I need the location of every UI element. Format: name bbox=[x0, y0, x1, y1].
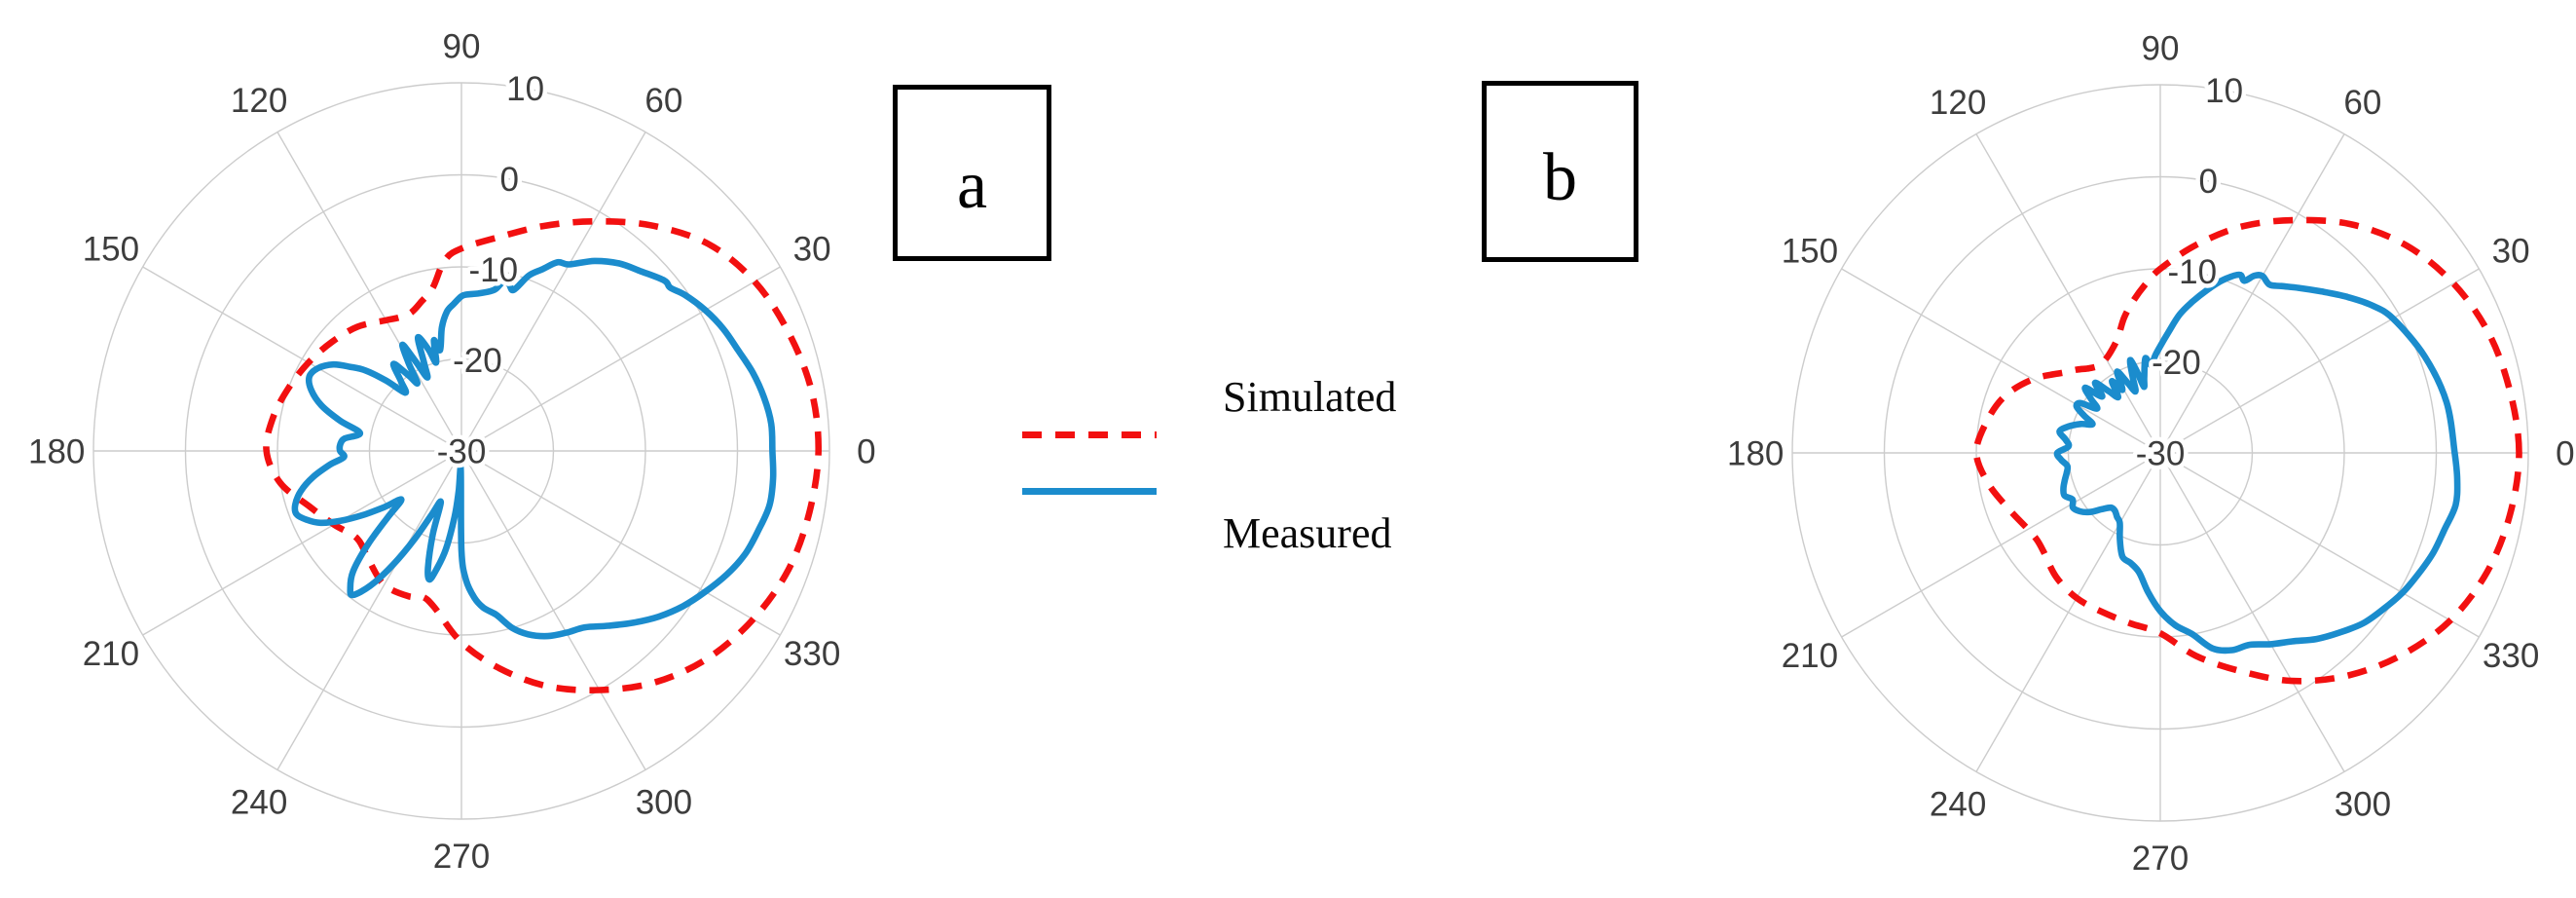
simulated-curve bbox=[1972, 216, 2522, 685]
theta-tick-label: 300 bbox=[636, 783, 692, 821]
theta-tick-label: 270 bbox=[2132, 840, 2189, 878]
legend-label-simulated: Simulated bbox=[1223, 373, 1397, 421]
r-tick-label: 0 bbox=[2198, 163, 2217, 201]
theta-tick-label: 0 bbox=[2556, 434, 2574, 472]
theta-gridline bbox=[1841, 268, 2480, 638]
r-tick-label: -20 bbox=[2152, 344, 2201, 382]
r-tick-labels: 10 0 -10 -20 -30 bbox=[2131, 67, 2247, 476]
theta-tick-label: 330 bbox=[784, 635, 840, 673]
theta-tick-label: 300 bbox=[2335, 785, 2391, 823]
measured-curve bbox=[291, 257, 777, 640]
polar-plot-a-svg: 0 30 60 90 120 150 180 210 240 270 300 330 10 0 -10 -20… bbox=[28, 27, 876, 876]
r-tick-labels: 10 0 -10 -20 -30 bbox=[432, 65, 548, 474]
r-tick-label: -30 bbox=[437, 432, 487, 470]
panel-label-b: b bbox=[1543, 140, 1577, 215]
r-tick-label: -30 bbox=[2136, 434, 2186, 472]
panel-label-box-b: b bbox=[1482, 81, 1638, 262]
theta-tick-label: 0 bbox=[857, 432, 875, 470]
simulated-curve bbox=[263, 217, 823, 693]
theta-tick-label: 90 bbox=[443, 27, 481, 65]
r-tick-label: -10 bbox=[469, 251, 519, 289]
r-tick-label: -10 bbox=[2168, 253, 2218, 291]
theta-tick-label: 120 bbox=[231, 82, 287, 120]
theta-tick-label: 270 bbox=[433, 838, 490, 876]
panel-label-a: a bbox=[956, 147, 988, 223]
r-tick-label: 0 bbox=[499, 161, 518, 199]
theta-tick-label: 30 bbox=[793, 230, 831, 268]
polar-chart-b: 0 30 60 90 120 150 180 210 240 270 300 330 10 0 -10 -20… bbox=[1699, 0, 2576, 898]
r-tick-label: 10 bbox=[2205, 72, 2243, 110]
theta-tick-label: 90 bbox=[2142, 29, 2180, 67]
theta-tick-label: 120 bbox=[1930, 84, 1986, 122]
theta-tick-label: 180 bbox=[1727, 434, 1784, 472]
theta-tick-label: 180 bbox=[28, 432, 85, 470]
legend-label-measured: Measured bbox=[1223, 509, 1392, 557]
measured-curve bbox=[2053, 271, 2461, 655]
theta-tick-label: 30 bbox=[2492, 232, 2530, 270]
theta-tick-label: 240 bbox=[231, 783, 287, 821]
theta-tick-label: 330 bbox=[2483, 637, 2539, 675]
theta-tick-labels: 0 30 60 90 120 150 180 210 240 270 300 330 bbox=[28, 27, 876, 876]
r-tick-label: -20 bbox=[453, 342, 502, 380]
theta-tick-label: 240 bbox=[1930, 785, 1986, 823]
measured-line-swatch bbox=[1022, 488, 1157, 495]
theta-tick-label: 210 bbox=[83, 635, 139, 673]
r-tick-label: 10 bbox=[506, 70, 544, 108]
polar-plot-b-svg: 0 30 60 90 120 150 180 210 240 270 300 330 10 0 -10 -20… bbox=[1727, 29, 2575, 878]
theta-gridline bbox=[142, 266, 781, 636]
theta-tick-label: 150 bbox=[1782, 232, 1838, 270]
theta-tick-labels: 0 30 60 90 120 150 180 210 240 270 300 330 bbox=[1727, 29, 2575, 878]
panel-label-box-a: a bbox=[893, 85, 1051, 261]
theta-tick-label: 210 bbox=[1782, 637, 1838, 675]
theta-tick-label: 150 bbox=[83, 230, 139, 268]
theta-tick-label: 60 bbox=[644, 82, 682, 120]
polar-chart-a: 0 30 60 90 120 150 180 210 240 270 300 330 10 0 -10 -20… bbox=[0, 0, 925, 898]
legend: Simulated Measured bbox=[1012, 360, 1558, 575]
simulated-dash-swatch bbox=[1022, 431, 1157, 438]
theta-tick-label: 60 bbox=[2343, 84, 2381, 122]
